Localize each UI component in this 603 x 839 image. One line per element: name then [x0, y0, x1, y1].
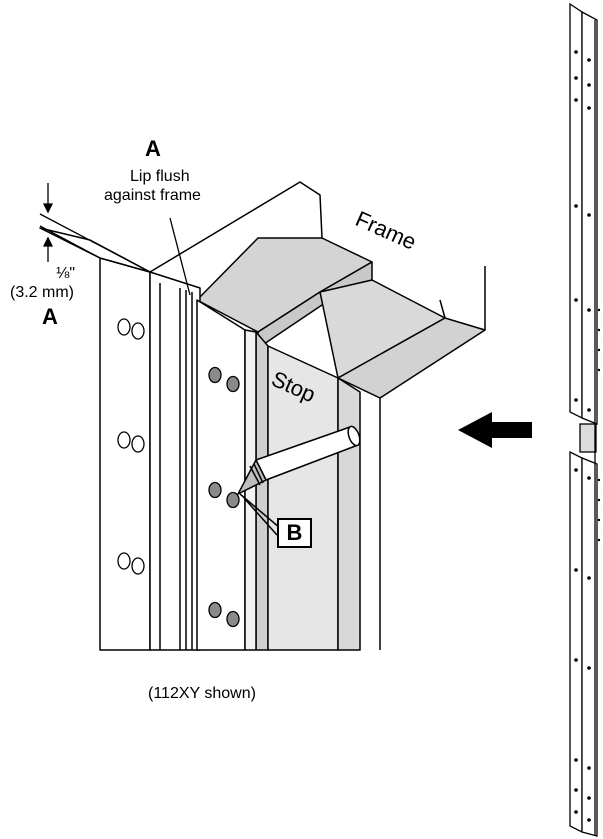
frame-outline-flange	[439, 299, 446, 319]
screw	[208, 601, 222, 619]
screw	[226, 610, 240, 628]
full-hinge-elevation	[569, 2, 598, 837]
frame-outline-top	[149, 181, 323, 273]
hinge	[39, 227, 257, 651]
stop-side	[337, 377, 361, 651]
hinge-upper-frame-leaf	[581, 10, 598, 425]
pencil-tool	[237, 425, 361, 495]
callout-a-left-letter: A	[42, 304, 58, 329]
screw-hole	[117, 318, 131, 336]
screw	[226, 491, 240, 509]
gap-dimension	[39, 183, 151, 273]
hinge-lower-frame-leaf	[581, 457, 598, 837]
gap-fraction-label: ⅛"	[56, 265, 76, 282]
callout-a-top-line1: Lip flush	[130, 168, 190, 185]
screw	[226, 375, 240, 393]
door-leaf-screw-holes	[117, 318, 145, 575]
callout-a-top-line2: against frame	[104, 187, 201, 204]
screw	[208, 366, 222, 384]
hinge-leaf-edge	[244, 329, 257, 651]
hinge-leaf-frame	[196, 299, 246, 651]
callout-b: B	[277, 518, 312, 548]
leader-line-a-top	[169, 217, 191, 296]
elevation-screw-holes	[574, 50, 601, 822]
pencil-end	[347, 425, 361, 447]
stop-face	[255, 331, 269, 651]
pencil-tip	[237, 459, 267, 495]
callout-a-top-letter: A	[145, 136, 161, 161]
screw-hole	[131, 435, 145, 453]
screw-hole	[131, 322, 145, 340]
screw-hole	[117, 431, 131, 449]
leader-line-b2	[243, 497, 278, 536]
screw-hole	[117, 552, 131, 570]
hinge-knuckle-joint	[579, 423, 597, 453]
frame-leaf-screws	[208, 366, 240, 628]
hinge-lower-leaf	[569, 450, 583, 834]
hinge-upper-leaf	[569, 2, 583, 420]
figure-caption: (112XY shown)	[148, 685, 256, 702]
gap-mm-label: (3.2 mm)	[10, 284, 74, 301]
leader-line-b	[239, 493, 281, 529]
direction-arrow-icon	[458, 412, 532, 448]
screw-hole	[131, 557, 145, 575]
screw	[208, 481, 222, 499]
hinge-leaf-door	[99, 257, 151, 651]
